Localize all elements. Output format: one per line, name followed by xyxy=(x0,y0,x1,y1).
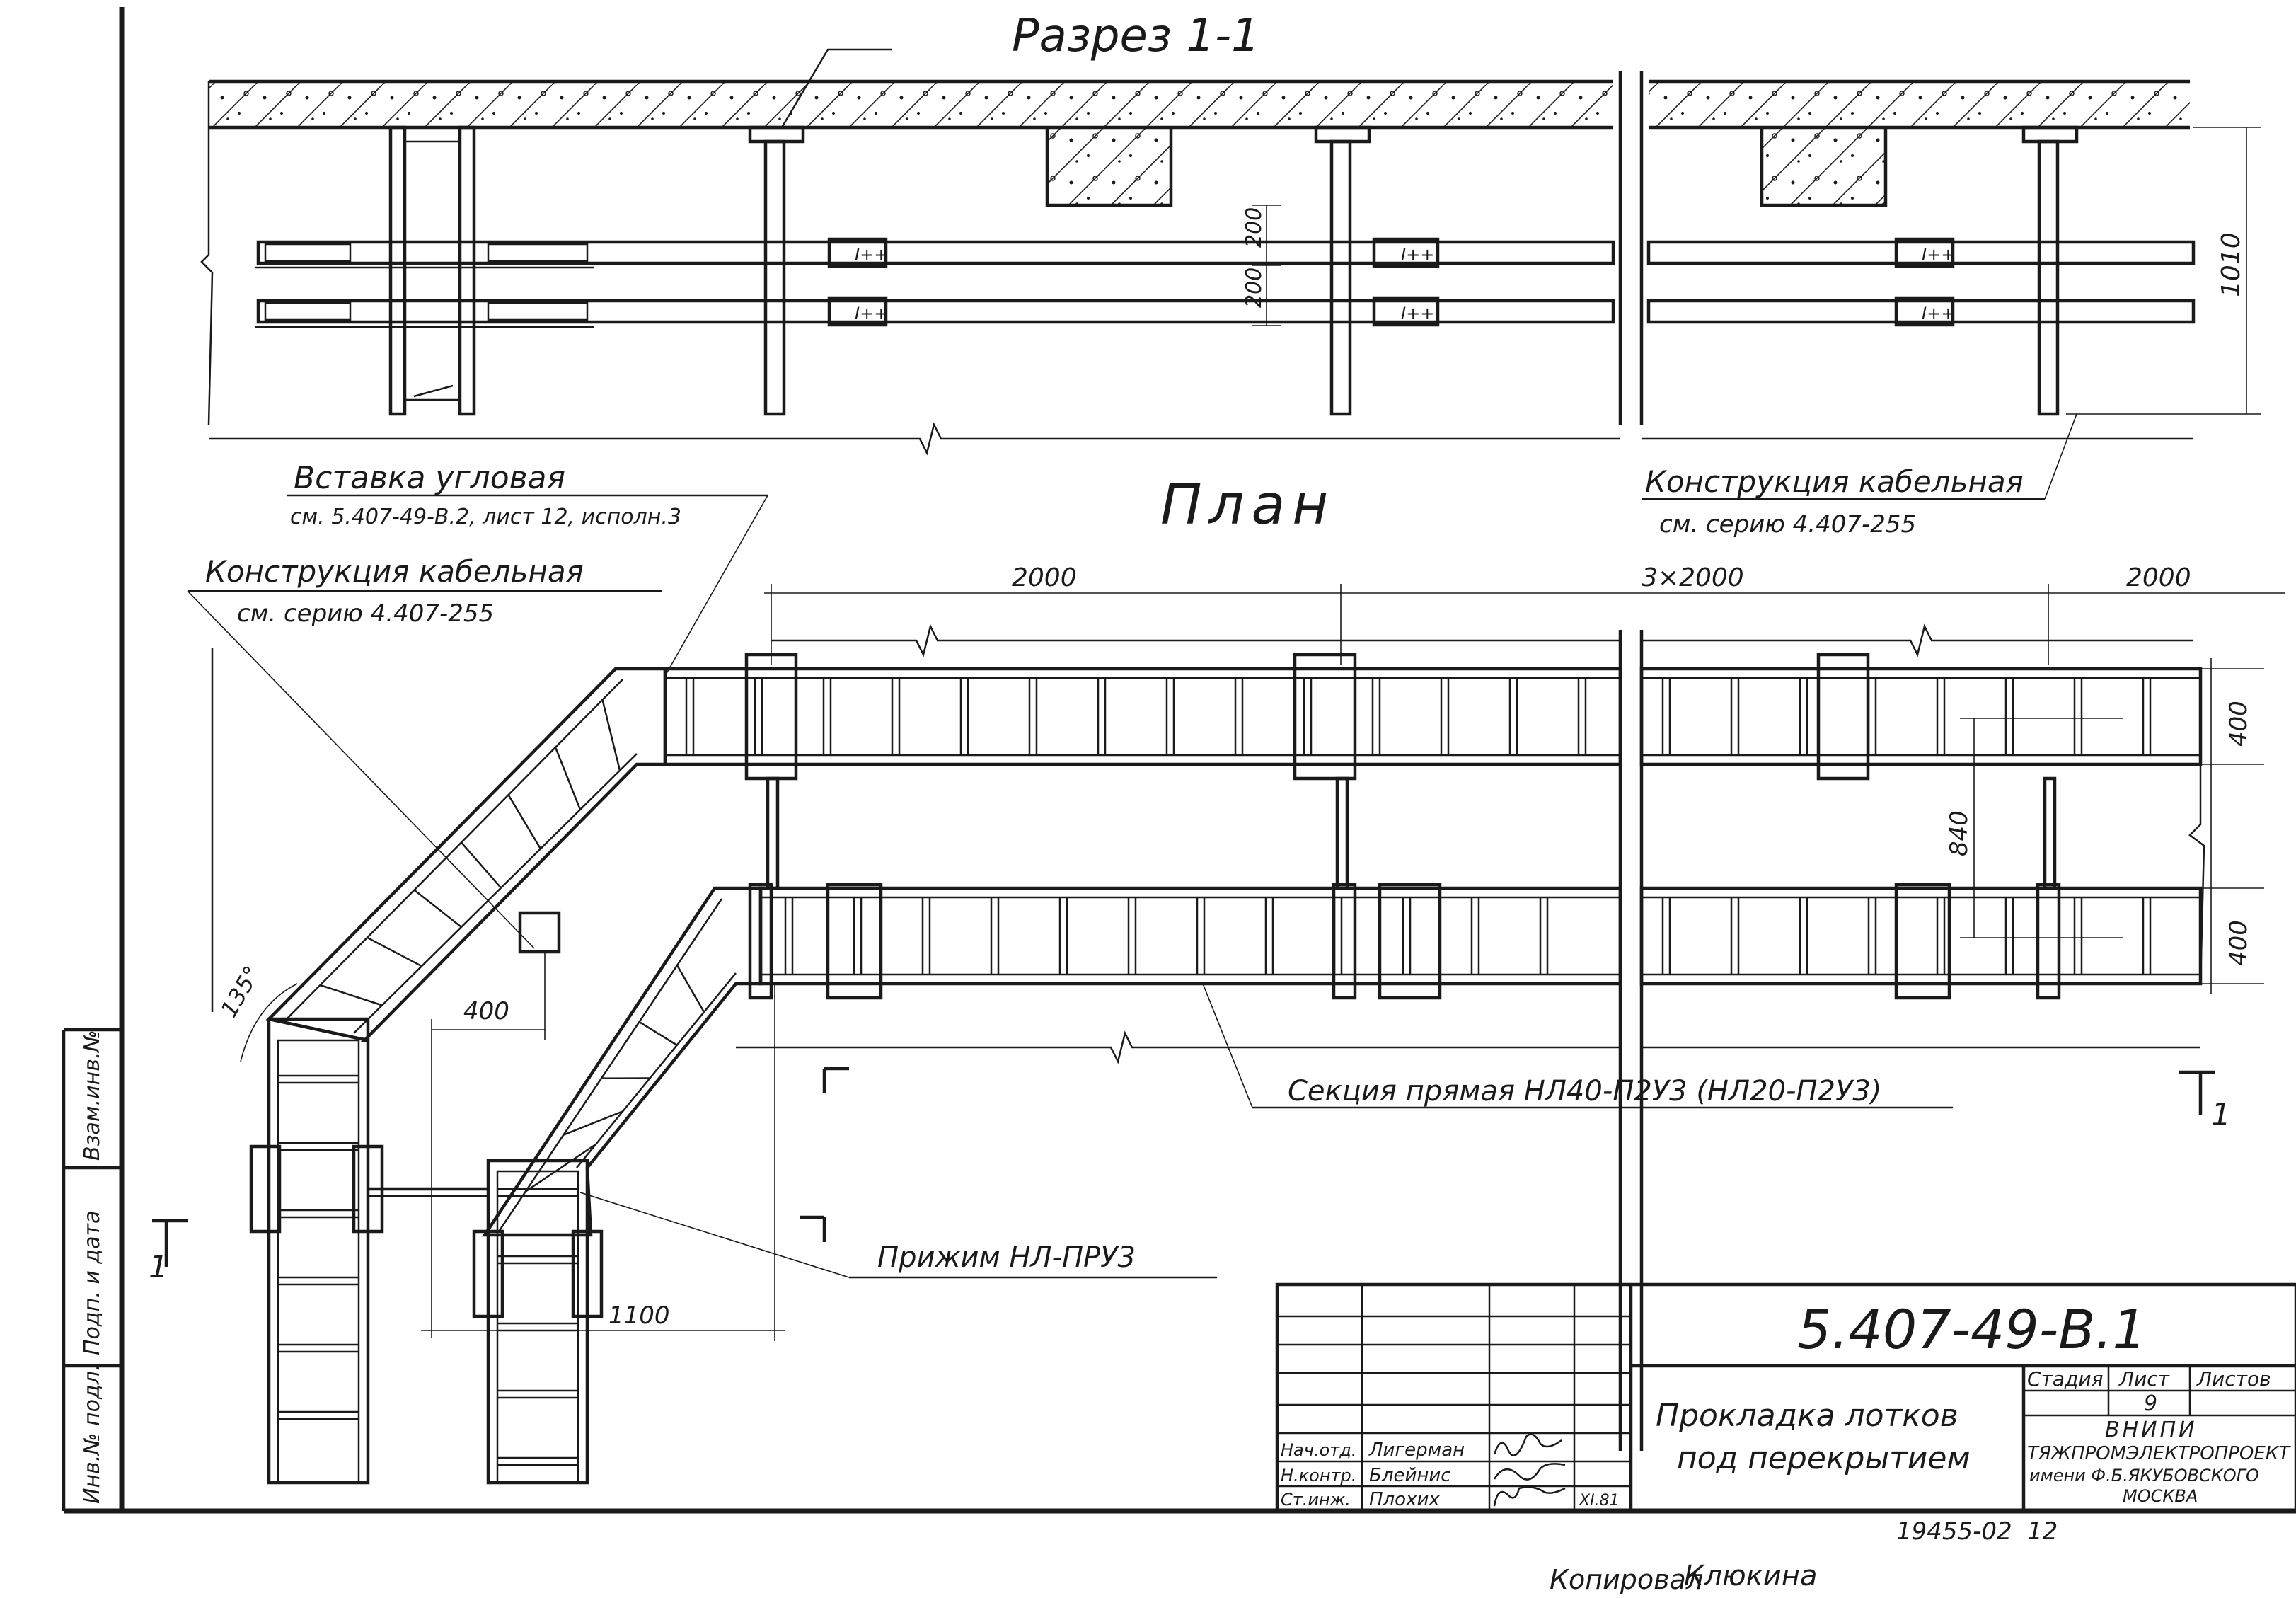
section-dimensions: 200 200 1010 xyxy=(1242,127,2261,415)
signature-3 xyxy=(1493,1486,1566,1507)
label-straight-section: Секция прямая НЛ40-П2У3 (НЛ20-П2У3) xyxy=(1202,983,1953,1109)
section-clamps: I++ I++ I++ I++ I++ I++ xyxy=(827,237,1955,327)
clamp-label: Прижим НЛ-ПРУ3 xyxy=(877,1241,1136,1274)
dim-1100: 1100 xyxy=(608,1301,670,1330)
title-block: 5.407-49-В.1 Прокладка лотков под перекр… xyxy=(1275,1282,2296,1513)
plan-top-tray xyxy=(663,667,2203,766)
page-number: 12 xyxy=(2027,1517,2058,1546)
plan-diagonal-bottom xyxy=(481,886,763,1237)
side-stamps: Инв.№ подл. Подп. и дата Взам.инв.№ xyxy=(80,1030,105,1504)
name-2: Блейнис xyxy=(1369,1465,1451,1486)
sheet-number: 9 xyxy=(2144,1391,2157,1416)
footer: 19455-02 12 Копировал Клюкина xyxy=(1550,1517,2058,1595)
stage-header: Стадия xyxy=(2027,1367,2103,1391)
plan-left-dims: 400 1100 135° xyxy=(215,952,785,1341)
dim-2000-b: 2000 xyxy=(2126,563,2191,592)
section-trays xyxy=(255,240,2196,328)
org-line2: ТЯЖПРОМЭЛЕКТРОПРОЕКТ xyxy=(2027,1443,2291,1464)
stamp-sign-date: Подп. и дата xyxy=(80,1211,105,1355)
section-markers: 1 1 xyxy=(149,1067,2231,1285)
svg-text:I++: I++ xyxy=(1922,245,1955,265)
dim-200-bottom: 200 xyxy=(1242,268,1267,308)
section-label-cable: Конструкция кабельная см. серию 4.407-25… xyxy=(1642,413,2077,539)
corner-insert-ref: см. 5.407-49-В.2, лист 12, исполн.3 xyxy=(290,505,681,529)
archive-number: 19455-02 xyxy=(1896,1517,2012,1546)
straight-section-label: Секция прямая НЛ40-П2У3 (НЛ20-П2У3) xyxy=(1288,1075,1881,1108)
title-line2: под перекрытием xyxy=(1677,1440,1971,1476)
section-title: Разрез 1-1 xyxy=(1012,10,1260,62)
cable-structure-ref-left: см. серию 4.407-255 xyxy=(237,599,494,628)
plan-top-dims: 2000 3×2000 2000 xyxy=(764,563,2285,665)
section-posts xyxy=(748,125,2079,416)
section-corner-insert xyxy=(388,125,476,416)
org-line4: МОСКВА xyxy=(2123,1486,2198,1506)
svg-text:I++: I++ xyxy=(1401,245,1434,265)
role-3: Ст.инж. xyxy=(1281,1490,1351,1510)
signature-2 xyxy=(1493,1463,1566,1481)
org-line1: ВНИПИ xyxy=(2105,1418,2198,1442)
cable-structure-title-left: Конструкция кабельная xyxy=(205,554,584,589)
svg-text:I++: I++ xyxy=(855,245,888,265)
dim-400-bottom: 400 xyxy=(2225,920,2253,966)
sign-date: XI.81 xyxy=(1579,1492,1620,1510)
stamp-replace-no: Взам.инв.№ xyxy=(80,1030,105,1161)
dim-angle: 135° xyxy=(215,961,265,1022)
cable-structure-ref-right: см. серию 4.407-255 xyxy=(1659,510,1916,539)
plan-breaks xyxy=(211,630,2205,1451)
dim-2000-a: 2000 xyxy=(1012,563,1077,592)
label-corner-insert: Вставка угловая см. 5.407-49-В.2, лист 1… xyxy=(287,460,768,677)
title-line1: Прокладка лотков xyxy=(1656,1398,1958,1434)
section-breaks xyxy=(200,71,2193,456)
svg-text:I++: I++ xyxy=(1922,304,1955,323)
org-line3: имени Ф.Б.ЯКУБОВСКОГО xyxy=(2029,1466,2259,1485)
section-mark-left: 1 xyxy=(149,1249,168,1285)
corner-insert-title: Вставка угловая xyxy=(294,460,565,496)
section-mark-right: 1 xyxy=(2211,1097,2231,1133)
plan-vertical-trays xyxy=(267,1017,589,1485)
concrete-slab xyxy=(209,79,2190,207)
dim-400-top: 400 xyxy=(2225,701,2253,747)
cable-structure-title-right: Конструкция кабельная xyxy=(1645,464,2024,499)
plan-diagonal-top xyxy=(265,667,667,1042)
plan-posts xyxy=(249,653,2061,1318)
plan-title: План xyxy=(1160,473,1335,537)
dim-1010: 1010 xyxy=(2217,232,2246,297)
doc-code: 5.407-49-В.1 xyxy=(1797,1298,2147,1361)
dim-840: 840 xyxy=(1945,810,1973,856)
svg-text:I++: I++ xyxy=(855,304,888,323)
dim-3x2000: 3×2000 xyxy=(1642,563,1744,592)
signature-1 xyxy=(1493,1433,1562,1456)
copied-signature: Клюкина xyxy=(1684,1560,1817,1592)
plan-bottom-tray xyxy=(758,886,2203,986)
dim-400-mid: 400 xyxy=(463,997,509,1025)
stamp-inv-no: Инв.№ подл. xyxy=(80,1364,105,1504)
name-3: Плохих xyxy=(1369,1489,1440,1510)
name-1: Лигерман xyxy=(1368,1439,1465,1461)
role-1: Нач.отд. xyxy=(1281,1440,1356,1460)
label-cable-structure-left: Конструкция кабельная см. серию 4.407-25… xyxy=(187,554,662,949)
sheet-header: Лист xyxy=(2118,1367,2170,1391)
plan-right-dims: 400 400 840 xyxy=(1945,658,2264,994)
dim-200-top: 200 xyxy=(1242,207,1267,248)
copied-label: Копировал xyxy=(1550,1564,1703,1595)
svg-text:I++: I++ xyxy=(1401,304,1434,323)
label-clamp: Прижим НЛ-ПРУ3 xyxy=(579,1192,1217,1279)
sheets-header: Листов xyxy=(2196,1367,2271,1391)
role-2: Н.контр. xyxy=(1281,1466,1356,1485)
